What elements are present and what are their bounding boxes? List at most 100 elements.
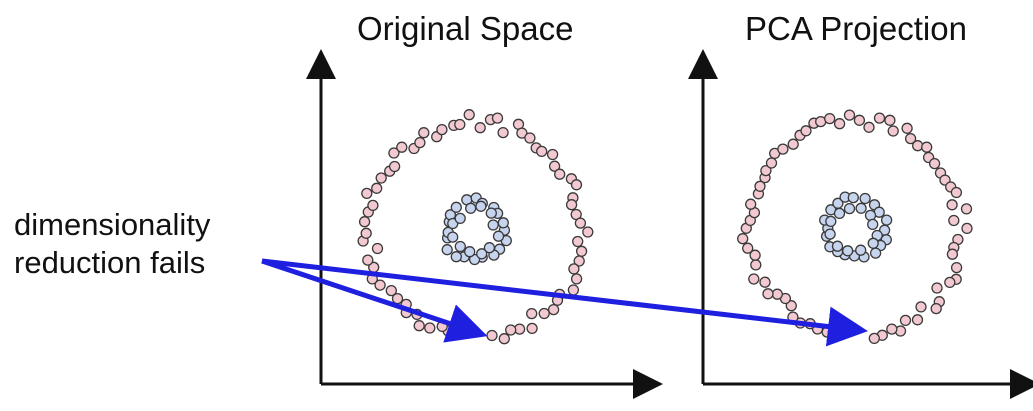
outer-point	[737, 233, 749, 245]
inner-point	[497, 217, 509, 229]
outer-point	[574, 217, 587, 229]
outer-point	[367, 199, 379, 212]
outer-point	[745, 198, 757, 210]
outer-point	[911, 314, 924, 326]
outer-point	[950, 186, 963, 199]
inner-point	[867, 237, 879, 249]
inner-point	[831, 240, 844, 252]
outer-point	[887, 125, 899, 137]
outer-point	[491, 112, 504, 124]
arrow-to-right-point	[261, 258, 868, 347]
inner-point	[864, 209, 877, 222]
outer-point	[748, 273, 760, 285]
outer-point	[759, 276, 771, 288]
outer-point	[570, 273, 583, 285]
outer-point	[463, 109, 475, 121]
inner-point	[825, 215, 837, 228]
outer-point	[547, 303, 560, 316]
outer-point	[567, 284, 580, 296]
outer-point	[414, 136, 426, 149]
outer-point	[950, 261, 963, 274]
right-points	[737, 109, 973, 345]
outer-point	[785, 300, 797, 312]
inner-point	[483, 242, 496, 254]
outer-point	[526, 322, 538, 335]
outer-point	[396, 141, 408, 153]
inner-point	[492, 230, 505, 242]
outer-point	[516, 127, 528, 139]
left-points	[357, 109, 594, 345]
annotation-line-2: reduction fails	[14, 245, 206, 280]
inner-point	[454, 240, 466, 253]
outer-point	[904, 132, 917, 145]
outer-point	[760, 164, 772, 177]
inner-point	[855, 202, 867, 214]
outer-point	[385, 284, 397, 297]
inner-point	[859, 192, 871, 205]
outer-point	[565, 199, 578, 211]
inner-point	[441, 244, 453, 256]
inner-point	[842, 245, 854, 257]
outer-point	[750, 259, 762, 271]
outer-point	[742, 242, 754, 254]
pca-projection-title: PCA Projection	[745, 10, 967, 47]
outer-point	[424, 322, 436, 334]
outer-point	[362, 254, 374, 266]
outer-point	[946, 199, 958, 211]
outer-point	[554, 168, 566, 180]
outer-point	[787, 138, 799, 150]
inner-point	[880, 214, 893, 226]
outer-point	[575, 245, 588, 257]
outer-point	[961, 222, 973, 235]
outer-point	[371, 182, 383, 194]
inner-point	[843, 202, 856, 215]
outer-point	[546, 148, 559, 161]
outer-point	[762, 288, 774, 300]
outer-point	[413, 320, 425, 332]
outer-point	[886, 323, 898, 335]
outer-point	[498, 333, 510, 345]
inner-point	[464, 246, 476, 258]
inner-point	[450, 201, 462, 213]
outer-point	[358, 216, 371, 228]
inner-point	[475, 200, 487, 212]
outer-point	[570, 179, 583, 191]
outer-point	[374, 279, 386, 291]
outer-point	[946, 248, 959, 260]
inner-point	[869, 247, 882, 259]
outer-point	[901, 122, 913, 134]
outer-point	[572, 235, 584, 248]
outer-point	[960, 203, 973, 215]
inner-point	[447, 231, 459, 243]
outer-point	[548, 160, 561, 172]
outer-point	[833, 118, 846, 130]
outer-point	[800, 125, 812, 137]
outer-point	[765, 157, 778, 169]
outer-point	[568, 263, 580, 275]
outer-point	[388, 160, 401, 173]
inner-point	[487, 219, 499, 231]
outer-point	[868, 332, 880, 345]
outer-point	[912, 140, 924, 152]
outer-point	[454, 118, 466, 131]
outer-point	[360, 227, 372, 239]
outer-point	[928, 157, 941, 170]
outer-point	[486, 329, 498, 342]
outer-point	[749, 249, 761, 261]
outer-point	[931, 282, 943, 294]
outer-point	[873, 112, 886, 124]
arrow-to-left-point	[261, 258, 488, 343]
outer-point	[948, 214, 960, 227]
outer-point	[843, 109, 856, 121]
inner-point	[450, 251, 462, 263]
outer-point	[777, 143, 789, 155]
inner-point	[454, 212, 466, 225]
outer-point	[930, 302, 942, 315]
outer-point	[474, 122, 486, 134]
outer-point	[526, 307, 538, 320]
outer-point	[899, 314, 912, 327]
inner-point	[824, 228, 836, 240]
outer-point	[538, 307, 550, 320]
inner-point	[476, 248, 488, 260]
